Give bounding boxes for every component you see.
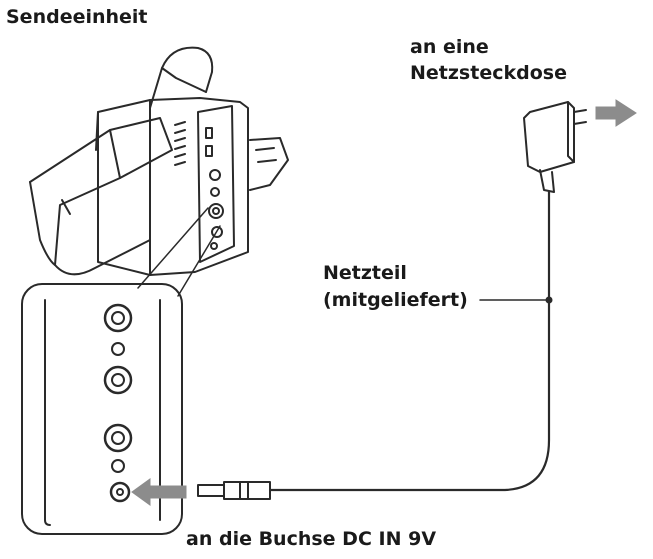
panel-detail <box>21 283 183 535</box>
dc-plug <box>197 481 271 500</box>
adapter-label-line1: Netzteil <box>323 262 407 284</box>
adapter-cable <box>268 190 551 492</box>
outlet-label-line1: an eine <box>410 36 489 58</box>
arrow-left-icon <box>131 478 187 506</box>
arrow-right-icon <box>595 99 637 127</box>
zoom-callout-lines <box>137 207 221 297</box>
transmitter-unit <box>29 46 289 276</box>
outlet-label-line2: Netzsteckdose <box>410 62 567 84</box>
ac-adapter <box>523 101 587 193</box>
cable-junction-dot <box>545 296 553 304</box>
adapter-label-line2: (mitgeliefert) <box>323 289 468 311</box>
transmitter-label: Sendeeinheit <box>6 6 148 28</box>
jack-label: an die Buchse DC IN 9V <box>186 528 437 550</box>
